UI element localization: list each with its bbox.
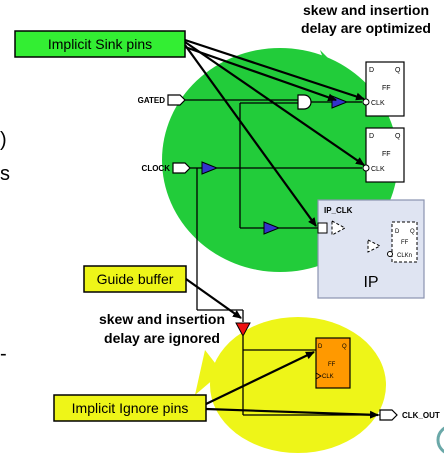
port-clk-out-icon: [379, 409, 398, 421]
pointer-arrow: [184, 45, 337, 102]
ff-orange-d-label: D: [318, 344, 323, 350]
ff1-q-label: Q: [395, 67, 401, 74]
ip-ff-q-label: Q: [410, 229, 415, 235]
pointer-arrow: [205, 407, 379, 419]
pointer-arrow: [185, 278, 242, 319]
port-clock-icon: [172, 162, 191, 174]
ff1-name-label: FF: [382, 85, 391, 92]
buffer-icon: [263, 221, 281, 235]
ip-ff-name-label: FF: [401, 240, 409, 246]
pointer-arrow: [184, 41, 365, 166]
ff2-clk-label: CLK: [371, 166, 385, 173]
callout-implicit-ignore: Implicit Ignore pins: [53, 394, 207, 422]
ff-orange-clk-label: CLK: [322, 374, 334, 380]
ip-ff-clkn-label: CLKn: [397, 253, 412, 259]
pointer-arrow: [184, 44, 317, 227]
buffer-icon: [201, 161, 219, 175]
ff1-clk-label: CLK: [371, 100, 385, 107]
callout-implicit-sink-label: Implicit Sink pins: [48, 36, 152, 52]
port-clock-label: CLOCK: [142, 164, 171, 173]
pointer-arrow: [184, 38, 365, 101]
ip-buffer-icon: [331, 220, 347, 236]
left-fragment-3: -: [0, 343, 7, 365]
ignored-note-line-2: delay are ignored: [104, 330, 220, 346]
ff-orange-name-label: FF: [328, 362, 336, 368]
pointer-arrow: [205, 351, 315, 405]
left-fragment-1: ): [0, 129, 7, 151]
callout-implicit-sink: Implicit Sink pins: [14, 30, 186, 58]
header-line-1: skew and insertion: [303, 2, 429, 18]
callout-guide-buffer-label: Guide buffer: [97, 271, 174, 287]
ip-buffer-icon: [367, 239, 382, 253]
ff1-d-label: D: [369, 67, 374, 74]
ignored-note-line-1: skew and insertion: [99, 311, 225, 327]
port-clk-out-label: CLK_OUT: [402, 411, 440, 420]
ip-block: IP_CLK D Q FF CLKn IP: [317, 199, 425, 299]
ignore-region: [195, 317, 386, 453]
flip-flop-1: D Q FF CLK: [362, 61, 405, 117]
ip-label: IP: [363, 274, 378, 291]
ff2-q-label: Q: [395, 133, 401, 140]
callout-implicit-ignore-label: Implicit Ignore pins: [72, 400, 189, 416]
left-fragment-2: s: [0, 163, 10, 185]
callout-guide-buffer: Guide buffer: [83, 265, 187, 293]
and-gate-icon: [297, 94, 312, 110]
pointer-arrows: [184, 38, 379, 419]
ip-clk-pin-icon: [317, 222, 328, 234]
flip-flop-orange: D Q FF CLK: [315, 337, 351, 389]
flip-flop-2: D Q FF CLK: [362, 127, 405, 183]
guide-buffer-icon: [235, 322, 251, 338]
ip-clk-pin-label: IP_CLK: [324, 206, 353, 215]
port-gated-label: GATED: [138, 96, 166, 105]
ip-flip-flop: [391, 221, 418, 263]
corner-circle-icon: [436, 426, 444, 454]
header-line-2: delay are optimized: [301, 20, 431, 36]
port-gated-icon: [167, 94, 186, 106]
ff-orange-q-label: Q: [342, 344, 347, 350]
ff2-name-label: FF: [382, 151, 391, 158]
ff2-d-label: D: [369, 133, 374, 140]
ip-ff-d-label: D: [395, 229, 400, 235]
